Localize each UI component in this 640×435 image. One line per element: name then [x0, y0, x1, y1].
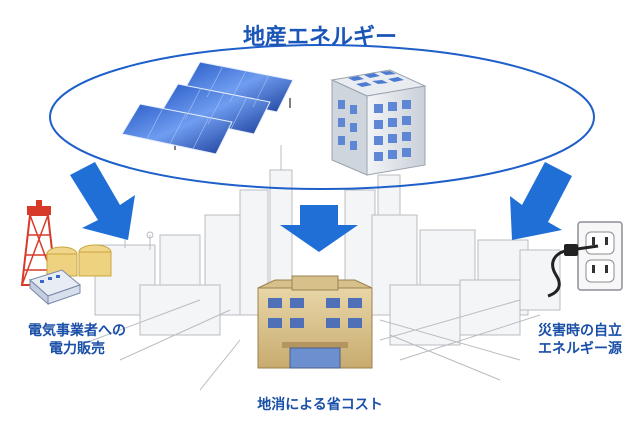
arrow-left — [70, 162, 135, 240]
solar-panel-icon — [121, 61, 294, 155]
label-disaster-energy: 災害時の自立 エネルギー源 — [520, 323, 640, 358]
arrow-center — [280, 205, 358, 252]
town-hall-icon — [257, 275, 373, 369]
label-power-sale-line1: 電気事業者への — [28, 323, 126, 339]
arrow-icon — [70, 162, 572, 252]
arrow-right — [510, 162, 572, 240]
power-plant-icon — [20, 200, 112, 306]
label-disaster-energy-line2: エネルギー源 — [538, 340, 622, 357]
label-power-sale: 電気事業者への 電力販売 — [2, 323, 152, 358]
page-title: 地産エネルギー — [242, 25, 397, 50]
label-disaster-energy-line1: 災害時の自立 — [538, 323, 622, 339]
office-building-icon — [330, 69, 427, 176]
city-background — [79, 145, 561, 391]
label-power-sale-line2: 電力販売 — [49, 340, 105, 357]
local-energy-ellipse — [49, 44, 595, 190]
power-outlet-icon — [547, 221, 623, 298]
label-local-consumption: 地消による省コスト — [257, 397, 383, 413]
